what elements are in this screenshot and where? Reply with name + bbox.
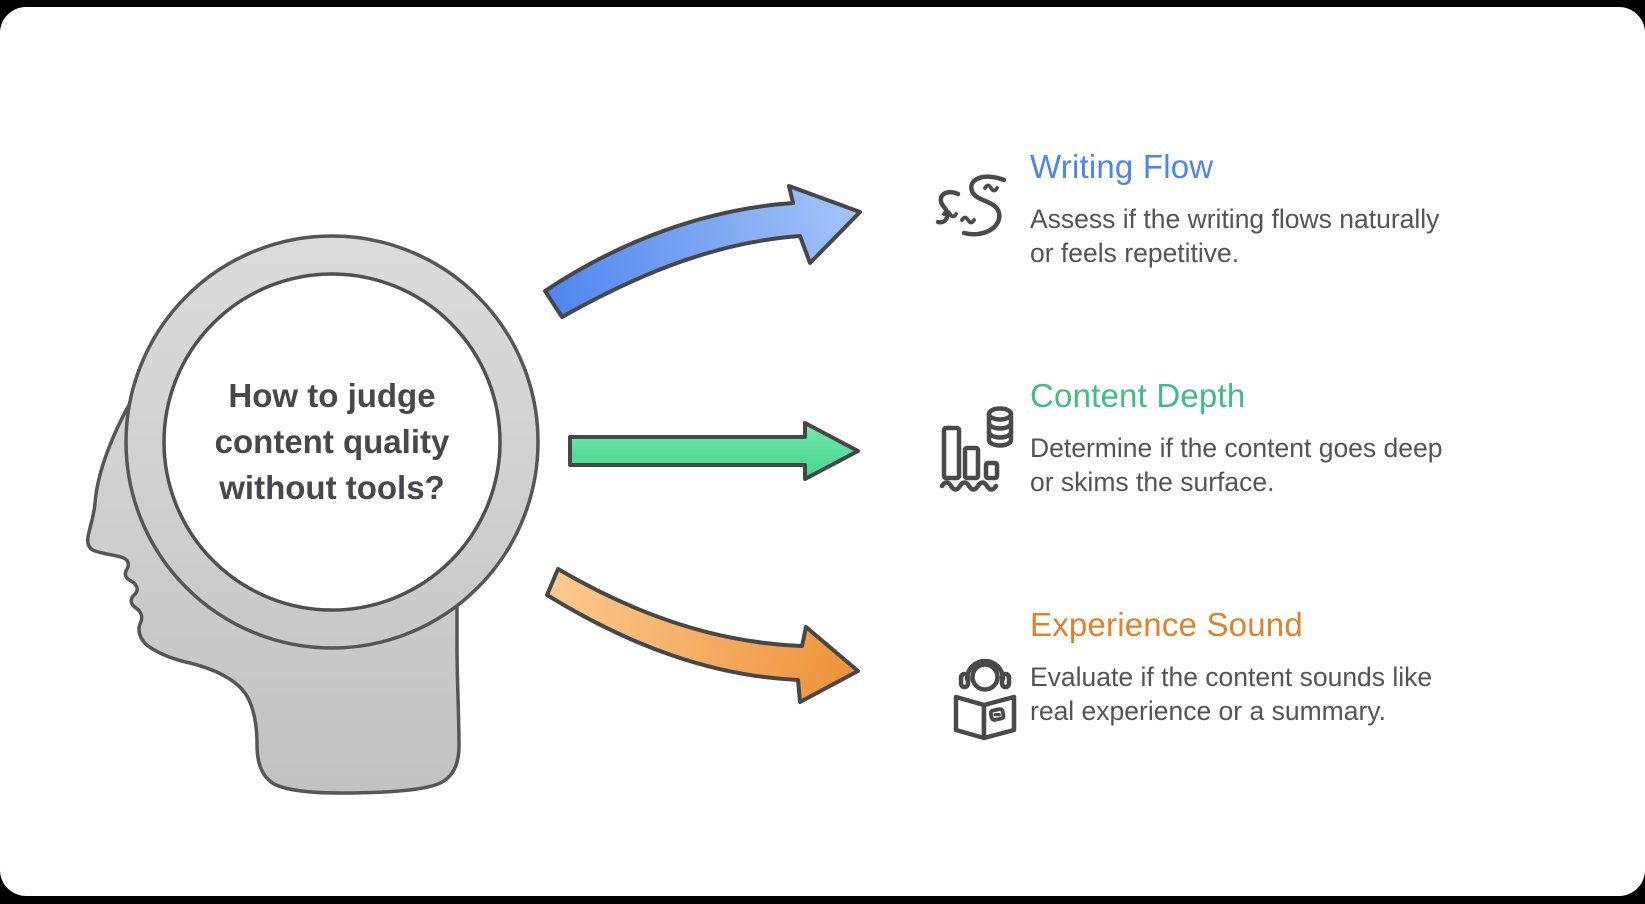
arrow-writing-flow bbox=[543, 184, 862, 319]
depth-bars-database-icon bbox=[939, 406, 1014, 492]
description-line: Determine if the content goes deep bbox=[1030, 433, 1443, 463]
question-line: without tools? bbox=[219, 469, 445, 506]
item-description: Determine if the content goes deep or sk… bbox=[1030, 431, 1510, 499]
description-line: real experience or a summary. bbox=[1030, 696, 1386, 726]
head-silhouette bbox=[86, 234, 540, 795]
item-title: Content Depth bbox=[1030, 377, 1246, 414]
arrow-experience-sound bbox=[545, 567, 860, 704]
description-line: Evaluate if the content sounds like bbox=[1030, 662, 1433, 692]
item-writing-flow: Writing Flow Assess if the writing flows… bbox=[1030, 147, 1510, 270]
item-description: Evaluate if the content sounds like real… bbox=[1030, 660, 1510, 728]
description-line: or feels repetitive. bbox=[1030, 238, 1240, 268]
thought-bubble-circle bbox=[162, 272, 502, 612]
central-question: How to judge content quality without too… bbox=[167, 276, 497, 608]
question-line: content quality bbox=[214, 423, 450, 460]
item-experience-sound: Experience Sound Evaluate if the content… bbox=[1030, 605, 1510, 728]
question-line: How to judge bbox=[228, 377, 436, 414]
item-description: Assess if the writing flows naturally or… bbox=[1030, 202, 1510, 270]
description-line: Assess if the writing flows naturally bbox=[1030, 204, 1440, 234]
description-line: or skims the surface. bbox=[1030, 467, 1275, 497]
item-content-depth: Content Depth Determine if the content g… bbox=[1030, 376, 1510, 499]
winding-river-icon bbox=[935, 174, 1007, 237]
item-title: Experience Sound bbox=[1030, 606, 1303, 643]
item-title: Writing Flow bbox=[1030, 148, 1214, 185]
arrow-content-depth bbox=[568, 421, 860, 481]
audiobook-listener-icon bbox=[953, 658, 1017, 741]
